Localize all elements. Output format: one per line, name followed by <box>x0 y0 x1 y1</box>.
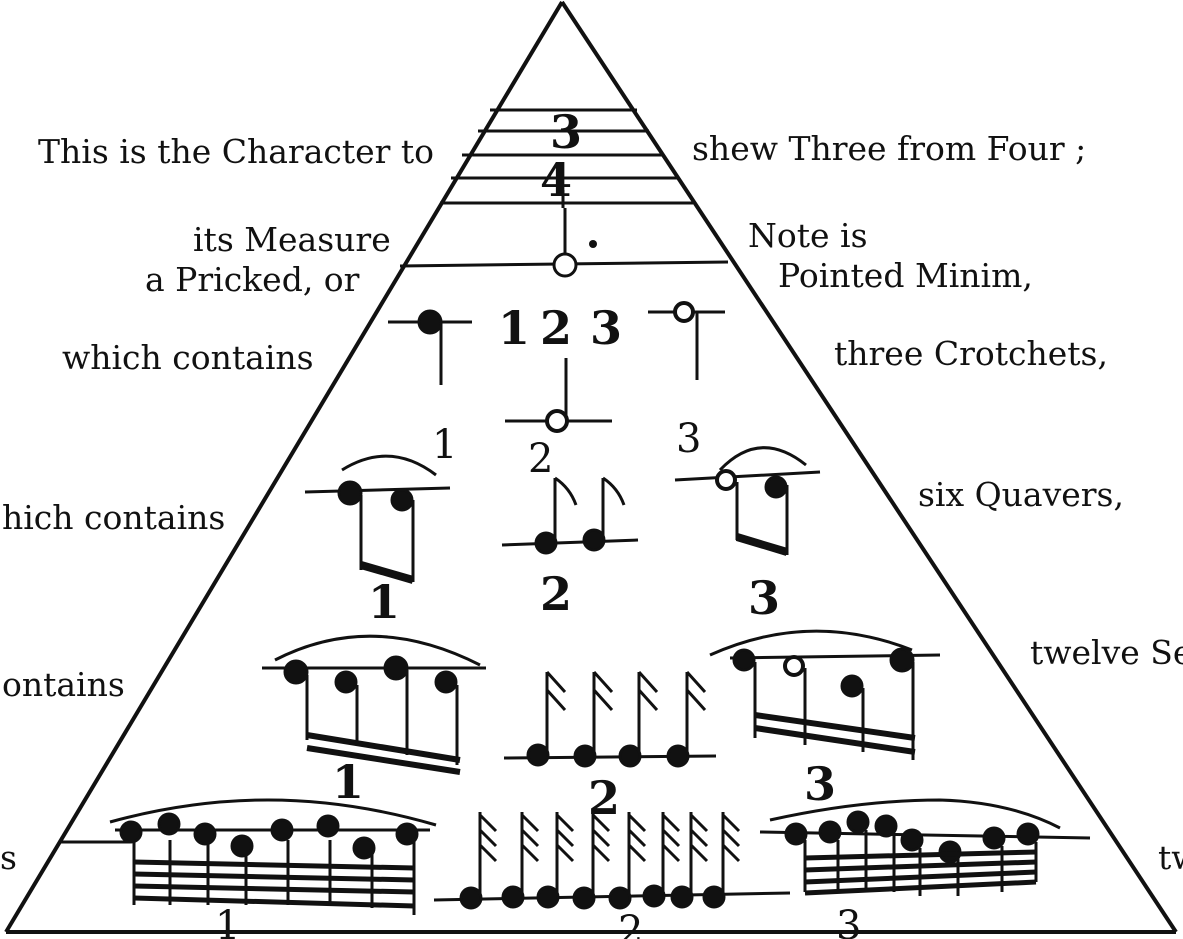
crotchet-under-3: 3 <box>676 416 701 462</box>
label-right-row2a: Note is <box>748 216 868 255</box>
label-left-row3: which contains <box>62 338 314 377</box>
label-left-row2a: its Measure <box>193 220 391 259</box>
label-left-row1: This is the Character to <box>38 132 434 171</box>
label-left-row5: ontains <box>2 665 125 704</box>
quaver-row <box>304 446 821 584</box>
crotchet-count-2: 2 <box>540 301 572 355</box>
label-left-row6: s <box>0 838 17 877</box>
label-right-row3: three Crotchets, <box>834 334 1108 373</box>
quaver-count-1: 1 <box>368 575 400 629</box>
label-right-row6: tw <box>1158 838 1183 877</box>
label-right-row4: six Quavers, <box>918 475 1124 514</box>
crotchet-count-3: 3 <box>590 301 622 355</box>
pointed-minim-note <box>552 252 578 278</box>
label-left-row4: hich contains <box>2 498 225 537</box>
demisemiquaver-row <box>109 798 1091 915</box>
time-signature-top: 3 <box>550 105 582 159</box>
time-signature-bottom: 4 <box>540 153 572 207</box>
crotchet-under-2: 2 <box>528 436 553 482</box>
crotchet-count-1: 1 <box>498 301 530 355</box>
crotchet-row <box>388 301 725 433</box>
semiquaver-count-1: 1 <box>332 755 364 809</box>
quaver-count-3: 3 <box>748 571 780 625</box>
demisemi-count-3: 3 <box>836 903 861 939</box>
semiquaver-count-3: 3 <box>804 757 836 811</box>
label-right-row5: twelve Se <box>1030 633 1183 672</box>
demisemi-count-1: 1 <box>215 903 240 939</box>
pyramid-outline <box>4 0 1178 934</box>
label-right-row2b: Pointed Minim, <box>778 256 1033 295</box>
crotchet-under-1: 1 <box>432 422 457 468</box>
quaver-count-2: 2 <box>540 567 572 621</box>
demisemi-count-2: 2 <box>618 908 643 939</box>
staff-lines <box>440 108 693 205</box>
label-right-row1: shew Three from Four ; <box>692 129 1086 168</box>
label-left-row2b: a Pricked, or <box>145 260 360 299</box>
semiquaver-row <box>262 629 941 775</box>
minim-dot <box>589 240 597 248</box>
